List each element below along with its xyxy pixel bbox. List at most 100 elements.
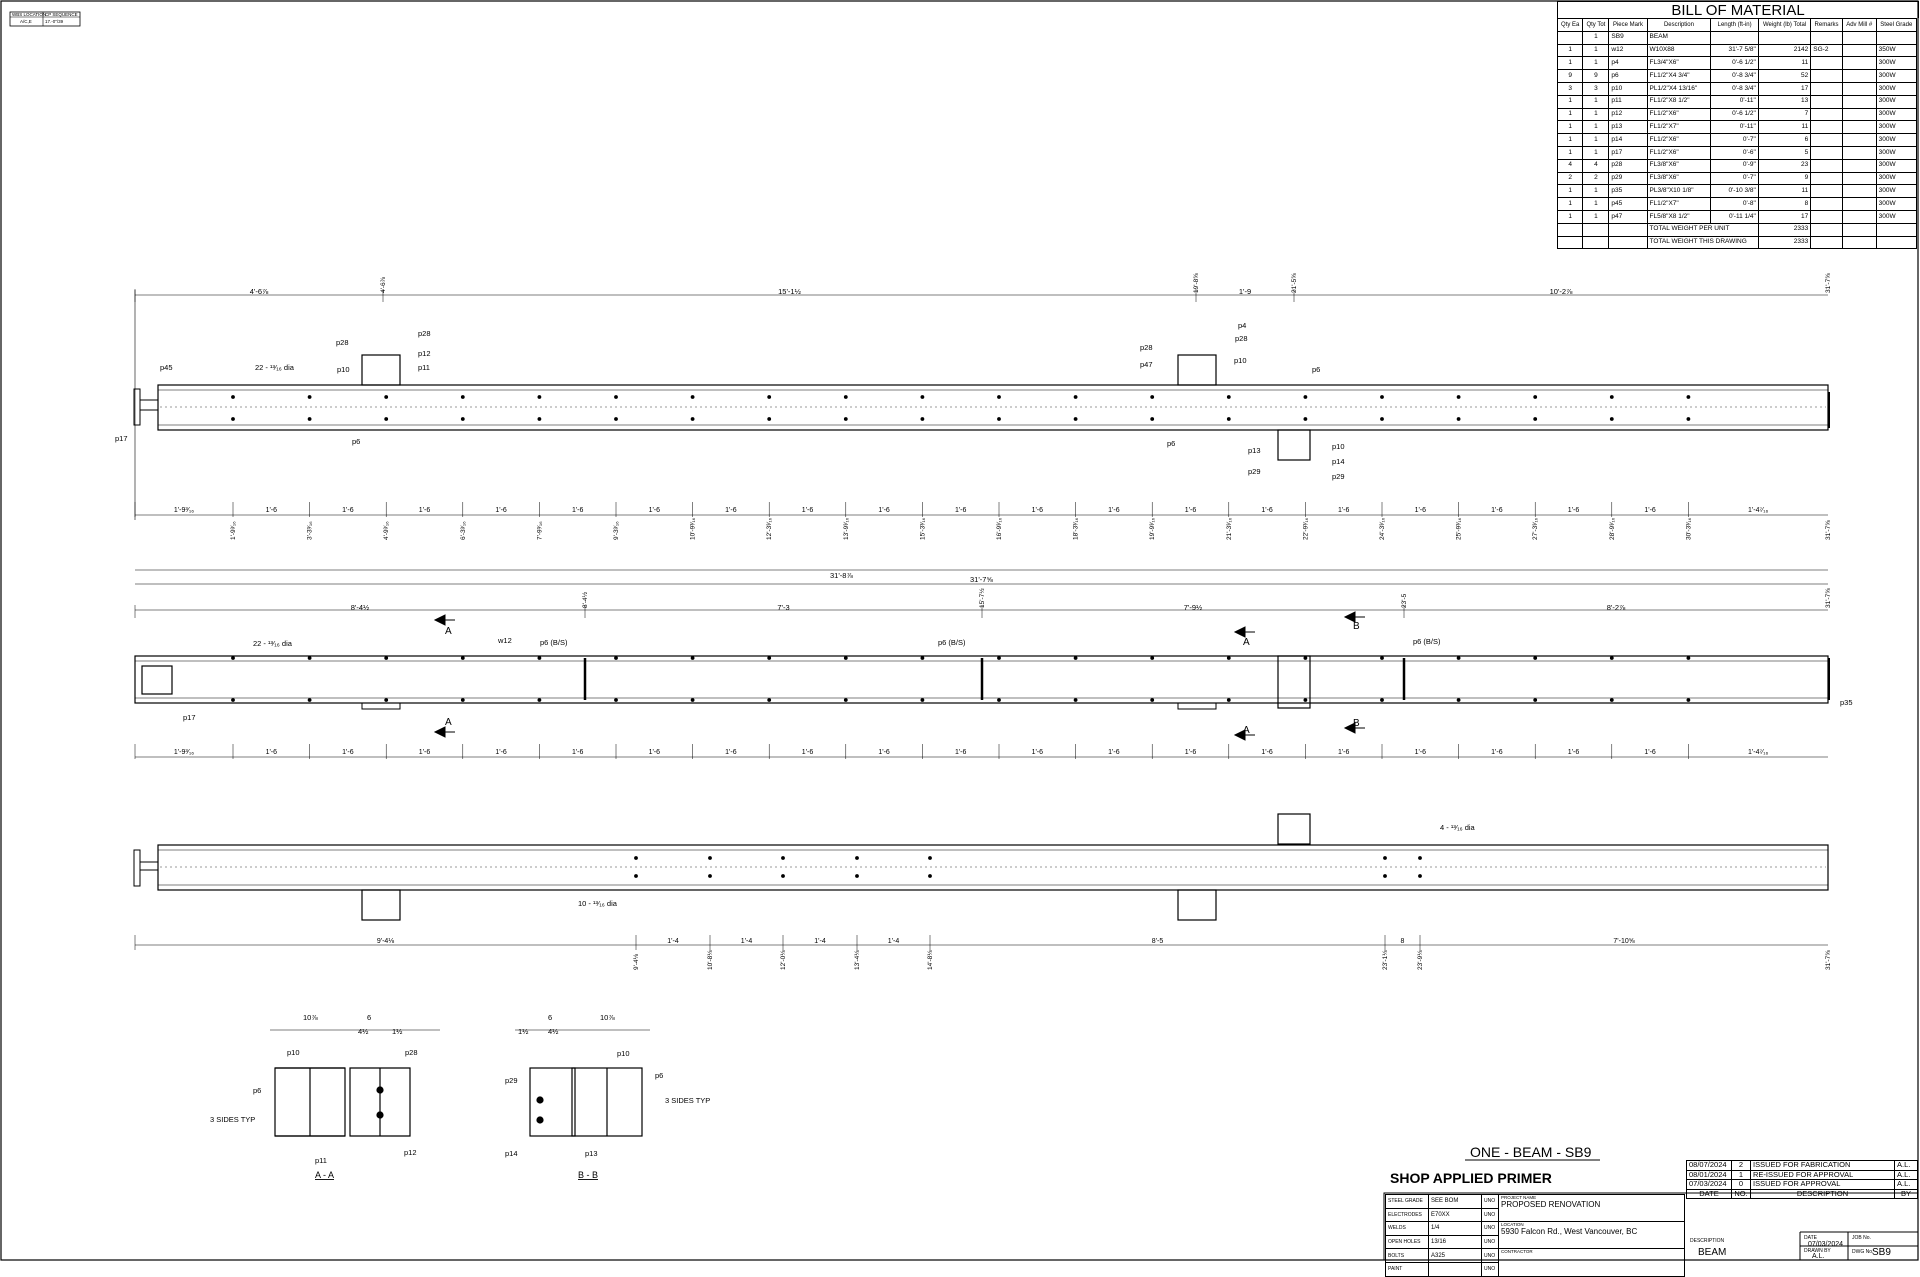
bom-cell: p13: [1608, 120, 1648, 135]
label-holes-4: 4 - ¹³⁄₁₆ dia: [1440, 823, 1476, 832]
bolt-hole: [614, 698, 618, 702]
bolt-hole: [307, 698, 312, 702]
dimension-text: 1'-6: [1338, 507, 1350, 514]
bom-cell: W10X88: [1646, 43, 1712, 58]
bom-cell: 9: [1556, 69, 1584, 83]
bolt-hole: [1533, 698, 1538, 702]
bom-cell: FL1/2"X7": [1646, 197, 1712, 211]
bom-cell: [1841, 145, 1877, 160]
dimension-text: 1'-6: [342, 749, 354, 756]
bom-cell: 300W: [1875, 81, 1918, 96]
bom-cell: 0'-11": [1710, 94, 1759, 109]
bom-cell: FL1/2"X6": [1646, 107, 1712, 122]
label-p10-a: p10: [337, 365, 350, 374]
bolt-hole: [1533, 417, 1538, 421]
bom-cell: [1841, 184, 1877, 199]
bolt-hole: [855, 874, 859, 878]
ordinate-text: 25'-9³⁄₁₆: [1456, 517, 1463, 540]
ordinate-text: 16'-9³⁄₁₆: [996, 517, 1003, 540]
aa-dim-2: 6: [367, 1013, 371, 1022]
bolt-hole: [1456, 656, 1461, 660]
bolt-hole: [537, 395, 542, 399]
dimension-text: 1'-6: [572, 507, 584, 514]
beam-web-elevation-1: [157, 384, 1829, 431]
dimension-text: 1'-6: [649, 507, 661, 514]
overall-dim-2: 31'-7⅝: [970, 575, 993, 584]
dimension-text: 1'-6: [802, 749, 814, 756]
info-uno: UNO: [1481, 1194, 1499, 1209]
bb-label-p29: p29: [505, 1076, 518, 1085]
bom-cell: 0'-11 1/4": [1710, 209, 1759, 224]
bolt-hole: [690, 698, 695, 702]
rev-description: RE-ISSUED FOR APPROVAL: [1750, 1169, 1895, 1180]
bolt-hole: [1150, 417, 1155, 421]
bom-cell: FL3/4"X6": [1646, 56, 1712, 71]
label-p35: p35: [1840, 698, 1853, 707]
bom-cell: [1841, 197, 1877, 211]
bom-cell: 0'-10 3/8": [1710, 184, 1759, 199]
dimension-text: 1'-6: [955, 749, 967, 756]
dimension-text: 1'-6: [1491, 507, 1503, 514]
ordinate-text: 27'-3³⁄₁₆: [1532, 517, 1539, 540]
bb-label-p10: p10: [617, 1049, 630, 1058]
section-a-mark-2: A: [445, 717, 452, 728]
bom-cell: [1810, 69, 1843, 83]
bom-cell: 0'-8": [1710, 197, 1759, 211]
label-p29-b: p29: [1332, 472, 1345, 481]
bolt-hole: [1383, 874, 1387, 878]
info-uno: UNO: [1481, 1207, 1499, 1223]
dimension-text: 1'-6: [1415, 507, 1427, 514]
rev-description: ISSUED FOR FABRICATION: [1750, 1160, 1895, 1171]
dimension-text: 15'-1½: [778, 287, 801, 296]
label-p28-c: p28: [1140, 343, 1153, 352]
bom-cell: 11: [1757, 120, 1812, 135]
view2-annotations: 31'-8⅞ 31'-7⅝ 22 - ¹³⁄₁₆ dia w12 p6 (B/S…: [134, 571, 1853, 759]
bom-cell: 0'-6 1/2": [1710, 107, 1759, 122]
label-p17: p17: [115, 434, 128, 443]
ordinate-text: 10'-8⅛: [707, 950, 714, 970]
stiffener-p28-right: [1177, 354, 1217, 386]
bolt-hole: [1380, 395, 1384, 399]
label-p28-d: p28: [1235, 334, 1248, 343]
label-p47: p47: [1140, 360, 1153, 369]
bom-cell: p10: [1608, 81, 1648, 96]
bom-cell: FL1/2"X7": [1646, 120, 1712, 135]
bom-cell: 4: [1582, 158, 1610, 173]
description-label: DESCRIPTION: [1690, 1238, 1725, 1244]
project-field-label: LOCATION: [1501, 1222, 1524, 1228]
bolt-hole: [1073, 698, 1078, 702]
bom-cell: [1841, 171, 1877, 186]
bom-cell: 1: [1582, 120, 1610, 135]
dimension-text: 1'-6: [1261, 749, 1273, 756]
bom-total-label: TOTAL WEIGHT PER UNIT: [1646, 222, 1759, 237]
section-a-a-annotations: 10⅞ 6 4½ 1½ p10 p6 p28 p11 p12 3 SIDES T…: [210, 1013, 418, 1180]
bb-dim-3: 1½: [518, 1027, 529, 1036]
aa-dim-3: 4½: [358, 1027, 369, 1036]
ordinate-text: 23'-9⅛: [1417, 950, 1424, 970]
bom-cell: 300W: [1875, 184, 1918, 199]
bom-cell: [1810, 197, 1843, 211]
bolt-hole: [690, 417, 695, 421]
aa-label-3sides: 3 SIDES TYP: [210, 1115, 255, 1124]
bom-cell: 300W: [1875, 145, 1918, 160]
bolt-hole: [1303, 656, 1308, 660]
bom-cell: 5: [1757, 145, 1812, 160]
dimension-text: 1'-6: [419, 749, 431, 756]
info-label: OPEN HOLES: [1385, 1234, 1429, 1250]
bom-cell: p45: [1608, 197, 1648, 211]
section-b-mark-1: B: [1353, 621, 1360, 632]
bom-cell: [1841, 158, 1877, 173]
bb-label-p14: p14: [505, 1149, 518, 1158]
label-p17-v2: p17: [183, 713, 196, 722]
bb-dim-4: 4½: [548, 1027, 559, 1036]
bom-col-header: Adv Mill #: [1841, 18, 1877, 32]
label-p6-b: p6: [1312, 365, 1320, 374]
